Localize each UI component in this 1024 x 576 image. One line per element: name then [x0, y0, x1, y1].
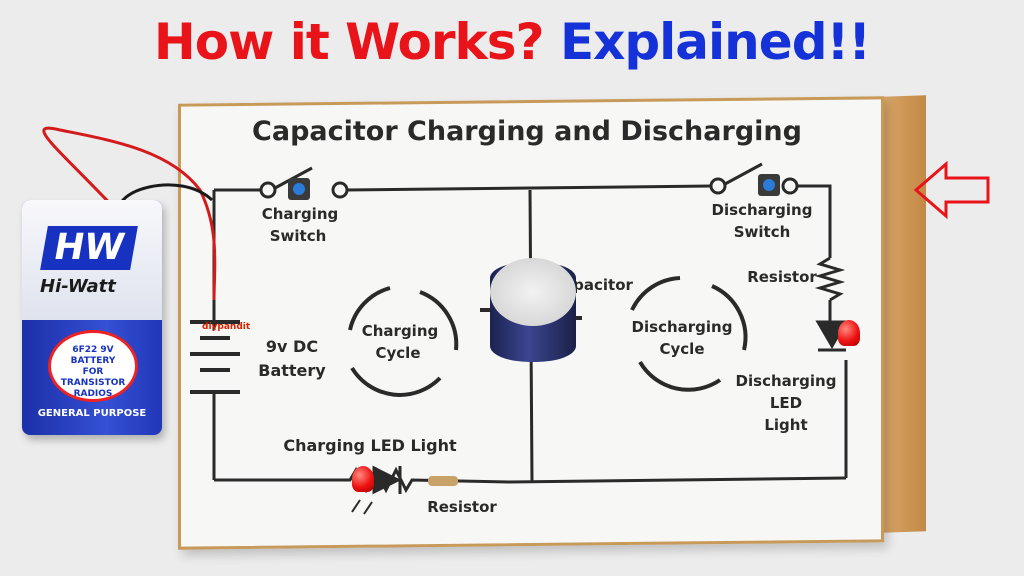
watermark: diypandit [202, 322, 251, 332]
battery-label-area: HW Hi-Watt [22, 200, 162, 320]
charging-cycle-label-1: Charging [362, 322, 439, 340]
discharging-switch-label-2: Switch [734, 223, 791, 241]
battery-label-2: Battery [258, 361, 326, 380]
discharging-switch-label-1: Discharging [712, 201, 813, 219]
board-title: Capacitor Charging and Discharging [252, 116, 802, 147]
discharging-cycle-label-1: Discharging [632, 318, 733, 336]
charging-cycle-arrow-1 [348, 286, 391, 331]
battery-oval-line: RADIOS [73, 389, 113, 399]
headline: How it Works? Explained!! [0, 6, 1024, 78]
battery-oval-line: BATTERY [70, 356, 116, 366]
discharging-cycle-arrow-3 [638, 360, 722, 392]
battery-oval-line: FOR [82, 367, 104, 377]
headline-part-2: Explained!! [559, 13, 871, 71]
battery-oval: 6F22 9V BATTERY FOR TRANSISTOR RADIOS [48, 330, 138, 402]
capacitor-top [490, 258, 576, 326]
charging-cycle-label-2: Cycle [376, 344, 421, 362]
battery-logo: HW [40, 226, 138, 270]
resistor-right-symbol [814, 256, 846, 302]
charging-switch-label-1: Charging [262, 205, 339, 223]
capacitor-label: apacitor [563, 276, 633, 294]
charging-cycle-arrow-3 [350, 366, 442, 397]
charging-switch-label-2: Switch [270, 227, 327, 245]
headline-part-1: How it Works? [153, 13, 545, 71]
discharging-led [838, 320, 860, 346]
left-arrow-icon [913, 160, 990, 220]
battery: HW Hi-Watt 6F22 9V BATTERY FOR TRANSISTO… [22, 200, 162, 435]
resistor-right-label: Resistor [747, 268, 817, 286]
charging-cycle-arrow-2 [419, 290, 459, 351]
discharging-cycle-arrow-2 [711, 284, 748, 351]
battery-footer: GENERAL PURPOSE [37, 408, 147, 419]
battery-brand: Hi-Watt [40, 276, 116, 297]
battery-oval-line: TRANSISTOR [60, 378, 126, 388]
discharging-cycle-label-2: Cycle [660, 340, 705, 358]
red-wire [42, 126, 217, 301]
discharging-led-label-2: LED [770, 394, 802, 412]
discharging-led-label-1: Discharging [736, 372, 837, 390]
battery-oval-line: 6F22 9V [72, 345, 114, 355]
resistor-bottom-label: Resistor [427, 498, 497, 516]
discharging-switch-button [758, 174, 780, 196]
resistor-bottom-part [428, 476, 458, 486]
charging-led-label: Charging LED Light [283, 436, 457, 455]
discharging-cycle-arrow-1 [630, 276, 681, 311]
charging-led [352, 466, 374, 492]
battery-label-1: 9v DC [266, 337, 318, 356]
charging-switch-button [288, 178, 310, 200]
discharging-led-label-3: Light [764, 416, 807, 434]
